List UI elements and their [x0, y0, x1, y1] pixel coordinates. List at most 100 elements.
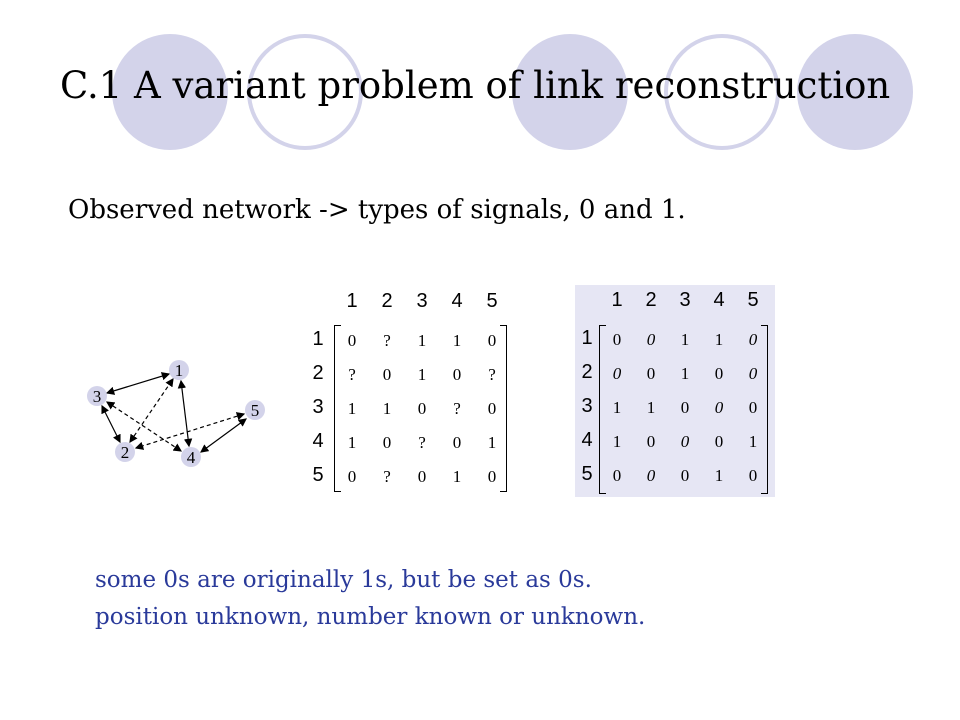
matrix-cell: 0 — [612, 330, 622, 349]
matrix-cell: 0 — [714, 398, 724, 417]
graph-node-3: 3 — [87, 386, 107, 406]
matrix-cell: 0 — [748, 398, 758, 417]
matrix-row-label: 4 — [312, 430, 324, 452]
matrix-column-label: 4 — [713, 289, 725, 311]
deco-circle-outline — [664, 34, 780, 150]
matrix-cell: 1 — [347, 433, 357, 452]
matrix-bracket-left — [334, 325, 341, 492]
matrix-column-label: 5 — [747, 289, 759, 311]
matrix-row-label: 2 — [312, 362, 324, 384]
svg-text:2: 2 — [121, 443, 130, 462]
edge-1-3 — [105, 372, 171, 395]
graph-node-5: 5 — [245, 400, 265, 420]
matrix-cell: 1 — [487, 433, 497, 452]
matrix-cell: 0 — [646, 466, 656, 485]
matrix-column-label: 3 — [679, 289, 691, 311]
matrix-cell: ? — [488, 365, 496, 384]
matrix-cell: ? — [348, 365, 356, 384]
edge-3-4 — [105, 401, 183, 452]
svg-text:4: 4 — [187, 448, 196, 467]
svg-text:1: 1 — [175, 361, 184, 380]
matrix-cell: 1 — [748, 432, 758, 451]
matrix-cell: ? — [383, 331, 391, 350]
matrix-row-label: 2 — [581, 361, 593, 383]
matrix-cell: 1 — [612, 398, 622, 417]
matrix-cell: 1 — [417, 365, 427, 384]
matrix-cell: 0 — [417, 399, 427, 418]
matrix-cell: 0 — [646, 364, 656, 383]
matrix-column-label: 2 — [381, 290, 393, 312]
deco-circle-filled — [512, 34, 628, 150]
matrix-bracket-right — [761, 325, 768, 494]
matrix-cell: 0 — [748, 466, 758, 485]
matrix-row-label: 1 — [581, 327, 593, 349]
matrix-cell: 0 — [714, 432, 724, 451]
matrix-cell: 0 — [646, 432, 656, 451]
matrix-cell: 0 — [612, 466, 622, 485]
graph-node-4: 4 — [181, 447, 201, 467]
decorative-circles — [112, 34, 913, 150]
matrix-cell: 1 — [347, 399, 357, 418]
edge-5-2 — [134, 412, 246, 450]
matrix-cell: 0 — [748, 364, 758, 383]
deco-circle-filled — [797, 34, 913, 150]
matrix-row-label: 5 — [581, 463, 593, 485]
matrix-column-label: 1 — [346, 290, 358, 312]
matrix-cell: 0 — [680, 432, 690, 451]
matrix-cell: 1 — [646, 398, 656, 417]
deco-circle-outline — [247, 34, 363, 150]
slide-subtitle: Observed network -> types of signals, 0 … — [68, 195, 686, 225]
matrix-cell: 1 — [680, 364, 690, 383]
matrix-cell: 0 — [347, 467, 357, 486]
deco-circle-filled — [112, 34, 228, 150]
matrix-cell: 1 — [452, 331, 462, 350]
matrix-cell: 0 — [646, 330, 656, 349]
svg-text:5: 5 — [251, 401, 260, 420]
matrix-column-label: 3 — [416, 290, 428, 312]
matrix-cell: 0 — [417, 467, 427, 486]
slide-title: C.1 A variant problem of link reconstruc… — [60, 64, 891, 107]
matrix-cell: 0 — [680, 466, 690, 485]
edge-1-4 — [177, 379, 193, 448]
edge-3-2 — [101, 404, 121, 444]
matrix-cell: 0 — [714, 364, 724, 383]
matrix-cell: 1 — [452, 467, 462, 486]
matrix-cell: ? — [383, 467, 391, 486]
matrix-column-label: 4 — [451, 290, 463, 312]
matrix-cell: 0 — [382, 365, 392, 384]
matrix-cell: 0 — [487, 467, 497, 486]
matrix-row-label: 3 — [312, 396, 324, 418]
matrix-cell: 0 — [612, 364, 622, 383]
matrix-bracket-right — [500, 325, 507, 492]
matrix-column-label: 5 — [486, 290, 498, 312]
matrix-cell: ? — [453, 399, 461, 418]
matrix-cell: 0 — [748, 330, 758, 349]
matrix-column-label: 1 — [611, 289, 623, 311]
matrix-cell: 0 — [680, 398, 690, 417]
matrix-cell: 1 — [714, 330, 724, 349]
matrix-cell: 0 — [347, 331, 357, 350]
matrix-row-label: 4 — [581, 429, 593, 451]
matrix-cell: 1 — [382, 399, 392, 418]
matrix-cell: 1 — [680, 330, 690, 349]
graph-node-2: 2 — [115, 442, 135, 462]
matrix-row-label: 3 — [581, 395, 593, 417]
matrix-cell: 0 — [487, 399, 497, 418]
graph-node-1: 1 — [169, 360, 189, 380]
matrix-cell: 1 — [612, 432, 622, 451]
matrix-cell: ? — [418, 433, 426, 452]
matrix-bracket-left — [599, 325, 606, 494]
matrix-cell: 0 — [452, 365, 462, 384]
matrix-row-label: 5 — [312, 464, 324, 486]
note-line: position unknown, number known or unknow… — [95, 604, 646, 630]
matrix-cell: 0 — [487, 331, 497, 350]
edge-2-1 — [129, 378, 174, 443]
matrix-cell: 1 — [714, 466, 724, 485]
matrix-cell: 1 — [417, 331, 427, 350]
edge-4-5 — [200, 418, 247, 453]
matrix-column-label: 2 — [645, 289, 657, 311]
matrix-cell: 0 — [382, 433, 392, 452]
network-graph: 1 2 3 4 5 — [87, 360, 265, 467]
